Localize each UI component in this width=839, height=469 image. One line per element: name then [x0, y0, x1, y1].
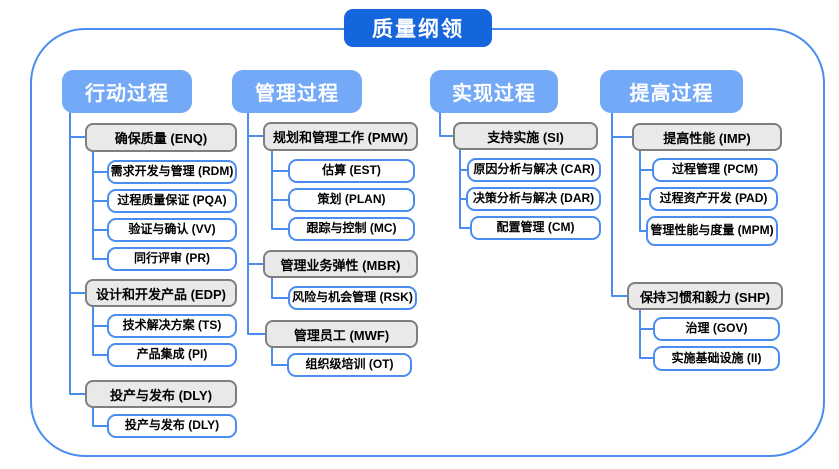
item-node-ts: 技术解决方案 (TS)	[107, 314, 237, 338]
item-node-mpm: 管理性能与度量 (MPM)	[646, 216, 778, 246]
group-node-pmw: 规划和管理工作 (PMW)	[263, 122, 418, 151]
item-node-mc: 跟踪与控制 (MC)	[288, 217, 415, 241]
item-node-vv: 验证与确认 (VV)	[107, 218, 237, 242]
item-node-ot: 组织级培训 (OT)	[287, 353, 412, 377]
column-header-action-process: 行动过程	[62, 70, 192, 113]
item-node-ii: 实施基础设施 (II)	[653, 346, 780, 371]
item-node-pqa: 过程质量保证 (PQA)	[107, 189, 237, 213]
item-node-car: 原因分析与解决 (CAR)	[467, 158, 601, 182]
group-node-mbr: 管理业务弹性 (MBR)	[263, 250, 418, 278]
item-node-pi: 产品集成 (PI)	[107, 343, 237, 367]
item-node-dly-child: 投产与发布 (DLY)	[107, 414, 237, 438]
group-node-mwf: 管理员工 (MWF)	[265, 320, 418, 348]
group-node-si: 支持实施 (SI)	[453, 122, 598, 150]
group-node-shp: 保持习惯和毅力 (SHP)	[627, 282, 783, 310]
column-header-management-process: 管理过程	[232, 70, 362, 113]
item-node-dar: 决策分析与解决 (DAR)	[466, 187, 601, 211]
group-node-imp: 提高性能 (IMP)	[632, 123, 782, 151]
item-node-est: 估算 (EST)	[288, 159, 415, 183]
item-node-rsk: 风险与机会管理 (RSK)	[288, 286, 417, 310]
item-node-pcm: 过程管理 (PCM)	[652, 158, 778, 182]
diagram-title: 质量纲领	[344, 9, 492, 47]
item-node-plan: 策划 (PLAN)	[288, 188, 415, 212]
item-node-cm: 配置管理 (CM)	[470, 216, 601, 240]
column-header-implementation-process: 实现过程	[430, 70, 558, 113]
group-node-dly: 投产与发布 (DLY)	[85, 380, 237, 408]
group-node-enq: 确保质量 (ENQ)	[85, 123, 237, 152]
item-node-rdm: 需求开发与管理 (RDM)	[107, 160, 237, 184]
item-node-pr: 同行评审 (PR)	[107, 247, 237, 271]
group-node-edp: 设计和开发产品 (EDP)	[85, 279, 237, 307]
item-node-gov: 治理 (GOV)	[653, 317, 780, 341]
item-node-pad: 过程资产开发 (PAD)	[649, 187, 778, 211]
column-header-improvement-process: 提高过程	[600, 70, 743, 113]
